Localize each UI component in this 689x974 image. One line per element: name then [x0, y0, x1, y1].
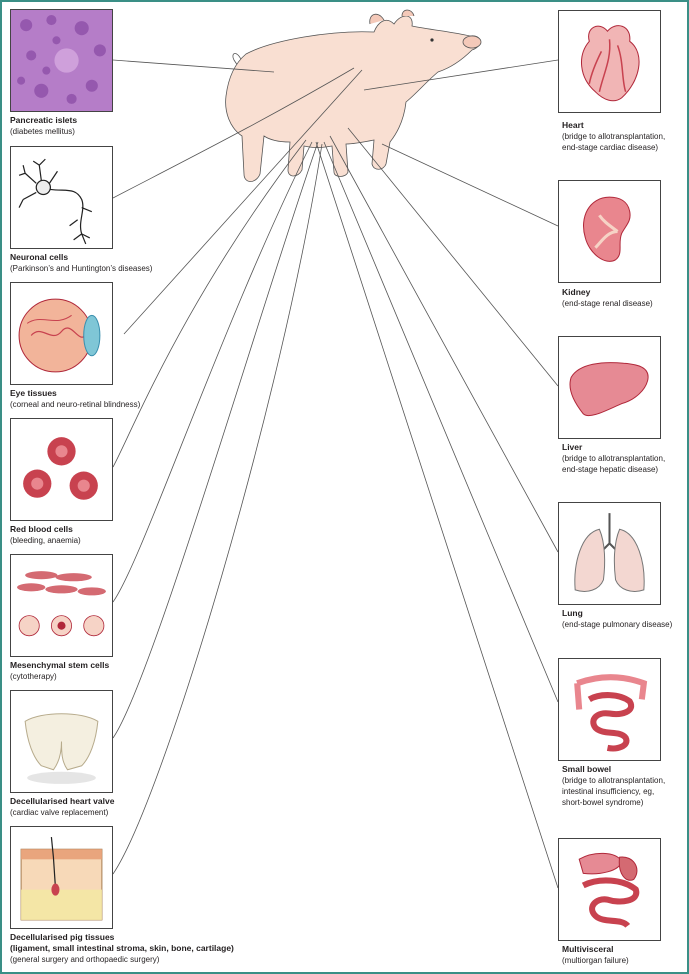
decellularised-pig-tissues-image [10, 826, 113, 929]
label-title: Pancreatic islets [10, 115, 78, 125]
small-bowel-label: Small bowel (bridge to allotransplantati… [562, 764, 665, 808]
label-sub: (diabetes mellitus) [10, 127, 75, 136]
red-blood-cell-icon [23, 437, 98, 500]
multivisceral-label: Multivisceral (multiorgan failure) [562, 944, 629, 966]
label-sub: end-stage hepatic disease) [562, 465, 659, 474]
label-sub: (end-stage pulmonary disease) [562, 620, 673, 629]
label-title: Mesenchymal stem cells [10, 660, 110, 670]
liver-label: Liver (bridge to allotransplantation, en… [562, 442, 665, 475]
neuronal-cells-image [10, 146, 113, 249]
label-sub: (cardiac valve replacement) [10, 808, 109, 817]
label-sub: end-stage cardiac disease) [562, 143, 659, 152]
kidney-image [558, 180, 661, 283]
label-sub: (multiorgan failure) [562, 956, 629, 965]
heart-image [558, 10, 661, 113]
neuronal-cells-label: Neuronal cells (Parkinson’s and Huntingt… [10, 252, 152, 274]
mesenchymal-stem-cells-image [10, 554, 113, 657]
label-sub: short-bowel syndrome) [562, 798, 644, 807]
label-title: Lung [562, 608, 583, 618]
pancreatic-islets-icon [11, 10, 112, 111]
label-sub: (cytotherapy) [10, 672, 57, 681]
label-title: Kidney [562, 287, 591, 297]
skin-tissue-icon [20, 837, 103, 921]
kidney-label: Kidney (end-stage renal disease) [562, 287, 653, 309]
eye-icon [18, 298, 101, 373]
lung-image [558, 502, 661, 605]
red-blood-cells-label: Red blood cells (bleeding, anaemia) [10, 524, 81, 546]
stem-cell-icon [17, 571, 106, 637]
label-title: Decellularised heart valve [10, 796, 115, 806]
label-title: Red blood cells [10, 524, 73, 534]
pancreatic-islets-image [10, 9, 113, 112]
label-title: Heart [562, 120, 584, 130]
label-sub: (bridge to allotransplantation, [562, 132, 666, 141]
eye-tissues-label: Eye tissues (corneal and neuro-retinal b… [10, 388, 140, 410]
pig-illustration [225, 9, 482, 182]
decellularised-pig-tissues-label: Decellularised pig tissues (ligament, sm… [10, 932, 234, 965]
label-title: Liver [562, 442, 583, 452]
heart-icon [581, 25, 640, 102]
decellularised-heart-valve-image [10, 690, 113, 793]
label-title: Neuronal cells [10, 252, 69, 262]
label-sub: (bridge to allotransplantation, [562, 454, 666, 463]
label-title: Eye tissues [10, 388, 57, 398]
label-title: Small bowel [562, 764, 612, 774]
multivisceral-icon [578, 852, 640, 929]
lung-label: Lung (end-stage pulmonary disease) [562, 608, 672, 630]
kidney-icon [583, 196, 631, 262]
decellularised-heart-valve-label: Decellularised heart valve (cardiac valv… [10, 796, 114, 818]
label-title: Decellularised pig tissues [10, 932, 115, 942]
label-sub: (corneal and neuro-retinal blindness) [10, 400, 141, 409]
label-sub: (end-stage renal disease) [562, 299, 653, 308]
label-title: Multivisceral [562, 944, 614, 954]
multivisceral-image [558, 838, 661, 941]
lung-icon [574, 513, 645, 592]
liver-icon [569, 362, 649, 417]
red-blood-cells-image [10, 418, 113, 521]
label-sub: (ligament, small intestinal stroma, skin… [10, 943, 234, 953]
eye-tissues-image [10, 282, 113, 385]
heart-valve-icon [24, 713, 99, 784]
mesenchymal-stem-cells-label: Mesenchymal stem cells (cytotherapy) [10, 660, 109, 682]
label-sub: (Parkinson’s and Huntington’s diseases) [10, 264, 153, 273]
heart-label: Heart (bridge to allotransplantation, en… [562, 120, 665, 153]
label-sub: (bleeding, anaemia) [10, 536, 81, 545]
liver-image [558, 336, 661, 439]
label-sub: (bridge to allotransplantation, [562, 776, 666, 785]
neuron-icon [18, 158, 93, 245]
label-sub: intestinal insufficiency, eg, [562, 787, 655, 796]
small-bowel-icon [574, 674, 648, 752]
small-bowel-image [558, 658, 661, 761]
pancreatic-islets-label: Pancreatic islets (diabetes mellitus) [10, 115, 77, 137]
label-sub: (general surgery and orthopaedic surgery… [10, 955, 160, 964]
